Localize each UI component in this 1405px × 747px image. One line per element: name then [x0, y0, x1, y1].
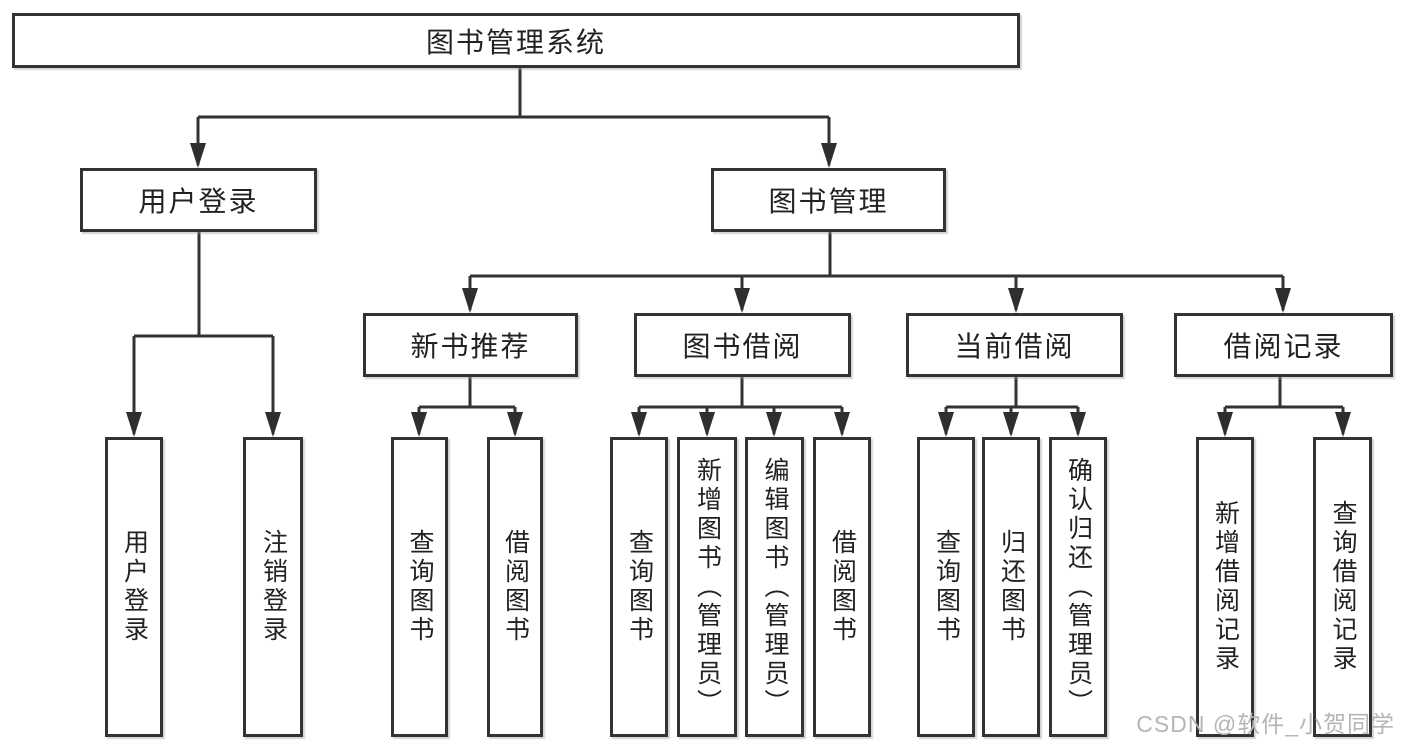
- node-book-borrow: 图书借阅: [634, 313, 851, 377]
- connector-borrow-records: [1223, 377, 1345, 434]
- arrow-icon: [1275, 288, 1291, 313]
- node-book-management: 图书管理: [711, 168, 946, 232]
- node-current-borrow: 当前借阅: [906, 313, 1123, 377]
- arrow-icon: [126, 412, 142, 437]
- csdn-watermark: CSDN @软件_小贺同学: [1136, 711, 1395, 737]
- leaf-borrow-books-2: 借阅图书: [813, 437, 871, 737]
- arrow-icon: [1070, 412, 1086, 437]
- leaf-return-books: 归还图书: [982, 437, 1040, 737]
- leaf-query-books-3: 查询图书: [917, 437, 975, 737]
- leaf-confirm-return-admin: 确认归还（管理员）: [1049, 437, 1107, 737]
- node-borrow-records: 借阅记录: [1174, 313, 1393, 377]
- leaf-logout: 注销登录: [243, 437, 303, 737]
- arrow-icon: [1008, 288, 1024, 313]
- connector-new-book-recommend: [417, 377, 517, 434]
- arrowheads: [126, 143, 1351, 437]
- arrow-icon: [699, 412, 715, 437]
- arrow-icon: [190, 143, 206, 168]
- connector-book-management: [468, 232, 1285, 310]
- arrow-icon: [734, 288, 750, 313]
- arrow-icon: [1335, 412, 1351, 437]
- leaf-query-books-2: 查询图书: [610, 437, 668, 737]
- arrow-icon: [1003, 412, 1019, 437]
- arrow-icon: [462, 288, 478, 313]
- node-root-system: 图书管理系统: [12, 13, 1020, 68]
- arrow-icon: [265, 412, 281, 437]
- leaf-borrow-books-1: 借阅图书: [487, 437, 543, 737]
- connector-book-borrow: [637, 377, 844, 434]
- arrow-icon: [834, 412, 850, 437]
- connector-root: [196, 68, 831, 165]
- arrow-icon: [411, 412, 427, 437]
- arrow-icon: [631, 412, 647, 437]
- leaf-edit-books-admin: 编辑图书（管理员）: [745, 437, 804, 737]
- arrow-icon: [507, 412, 523, 437]
- arrow-icon: [1217, 412, 1233, 437]
- leaf-add-borrow-record: 新增借阅记录: [1196, 437, 1254, 737]
- leaf-query-books-1: 查询图书: [391, 437, 448, 737]
- connector-user-login: [132, 232, 275, 434]
- arrow-icon: [766, 412, 782, 437]
- arrow-icon: [821, 143, 837, 168]
- node-new-book-recommend: 新书推荐: [363, 313, 578, 377]
- node-user-login: 用户登录: [80, 168, 317, 232]
- leaf-add-books-admin: 新增图书（管理员）: [677, 437, 737, 737]
- leaf-query-borrow-record: 查询借阅记录: [1313, 437, 1372, 737]
- leaf-user-login: 用户登录: [105, 437, 163, 737]
- arrow-icon: [938, 412, 954, 437]
